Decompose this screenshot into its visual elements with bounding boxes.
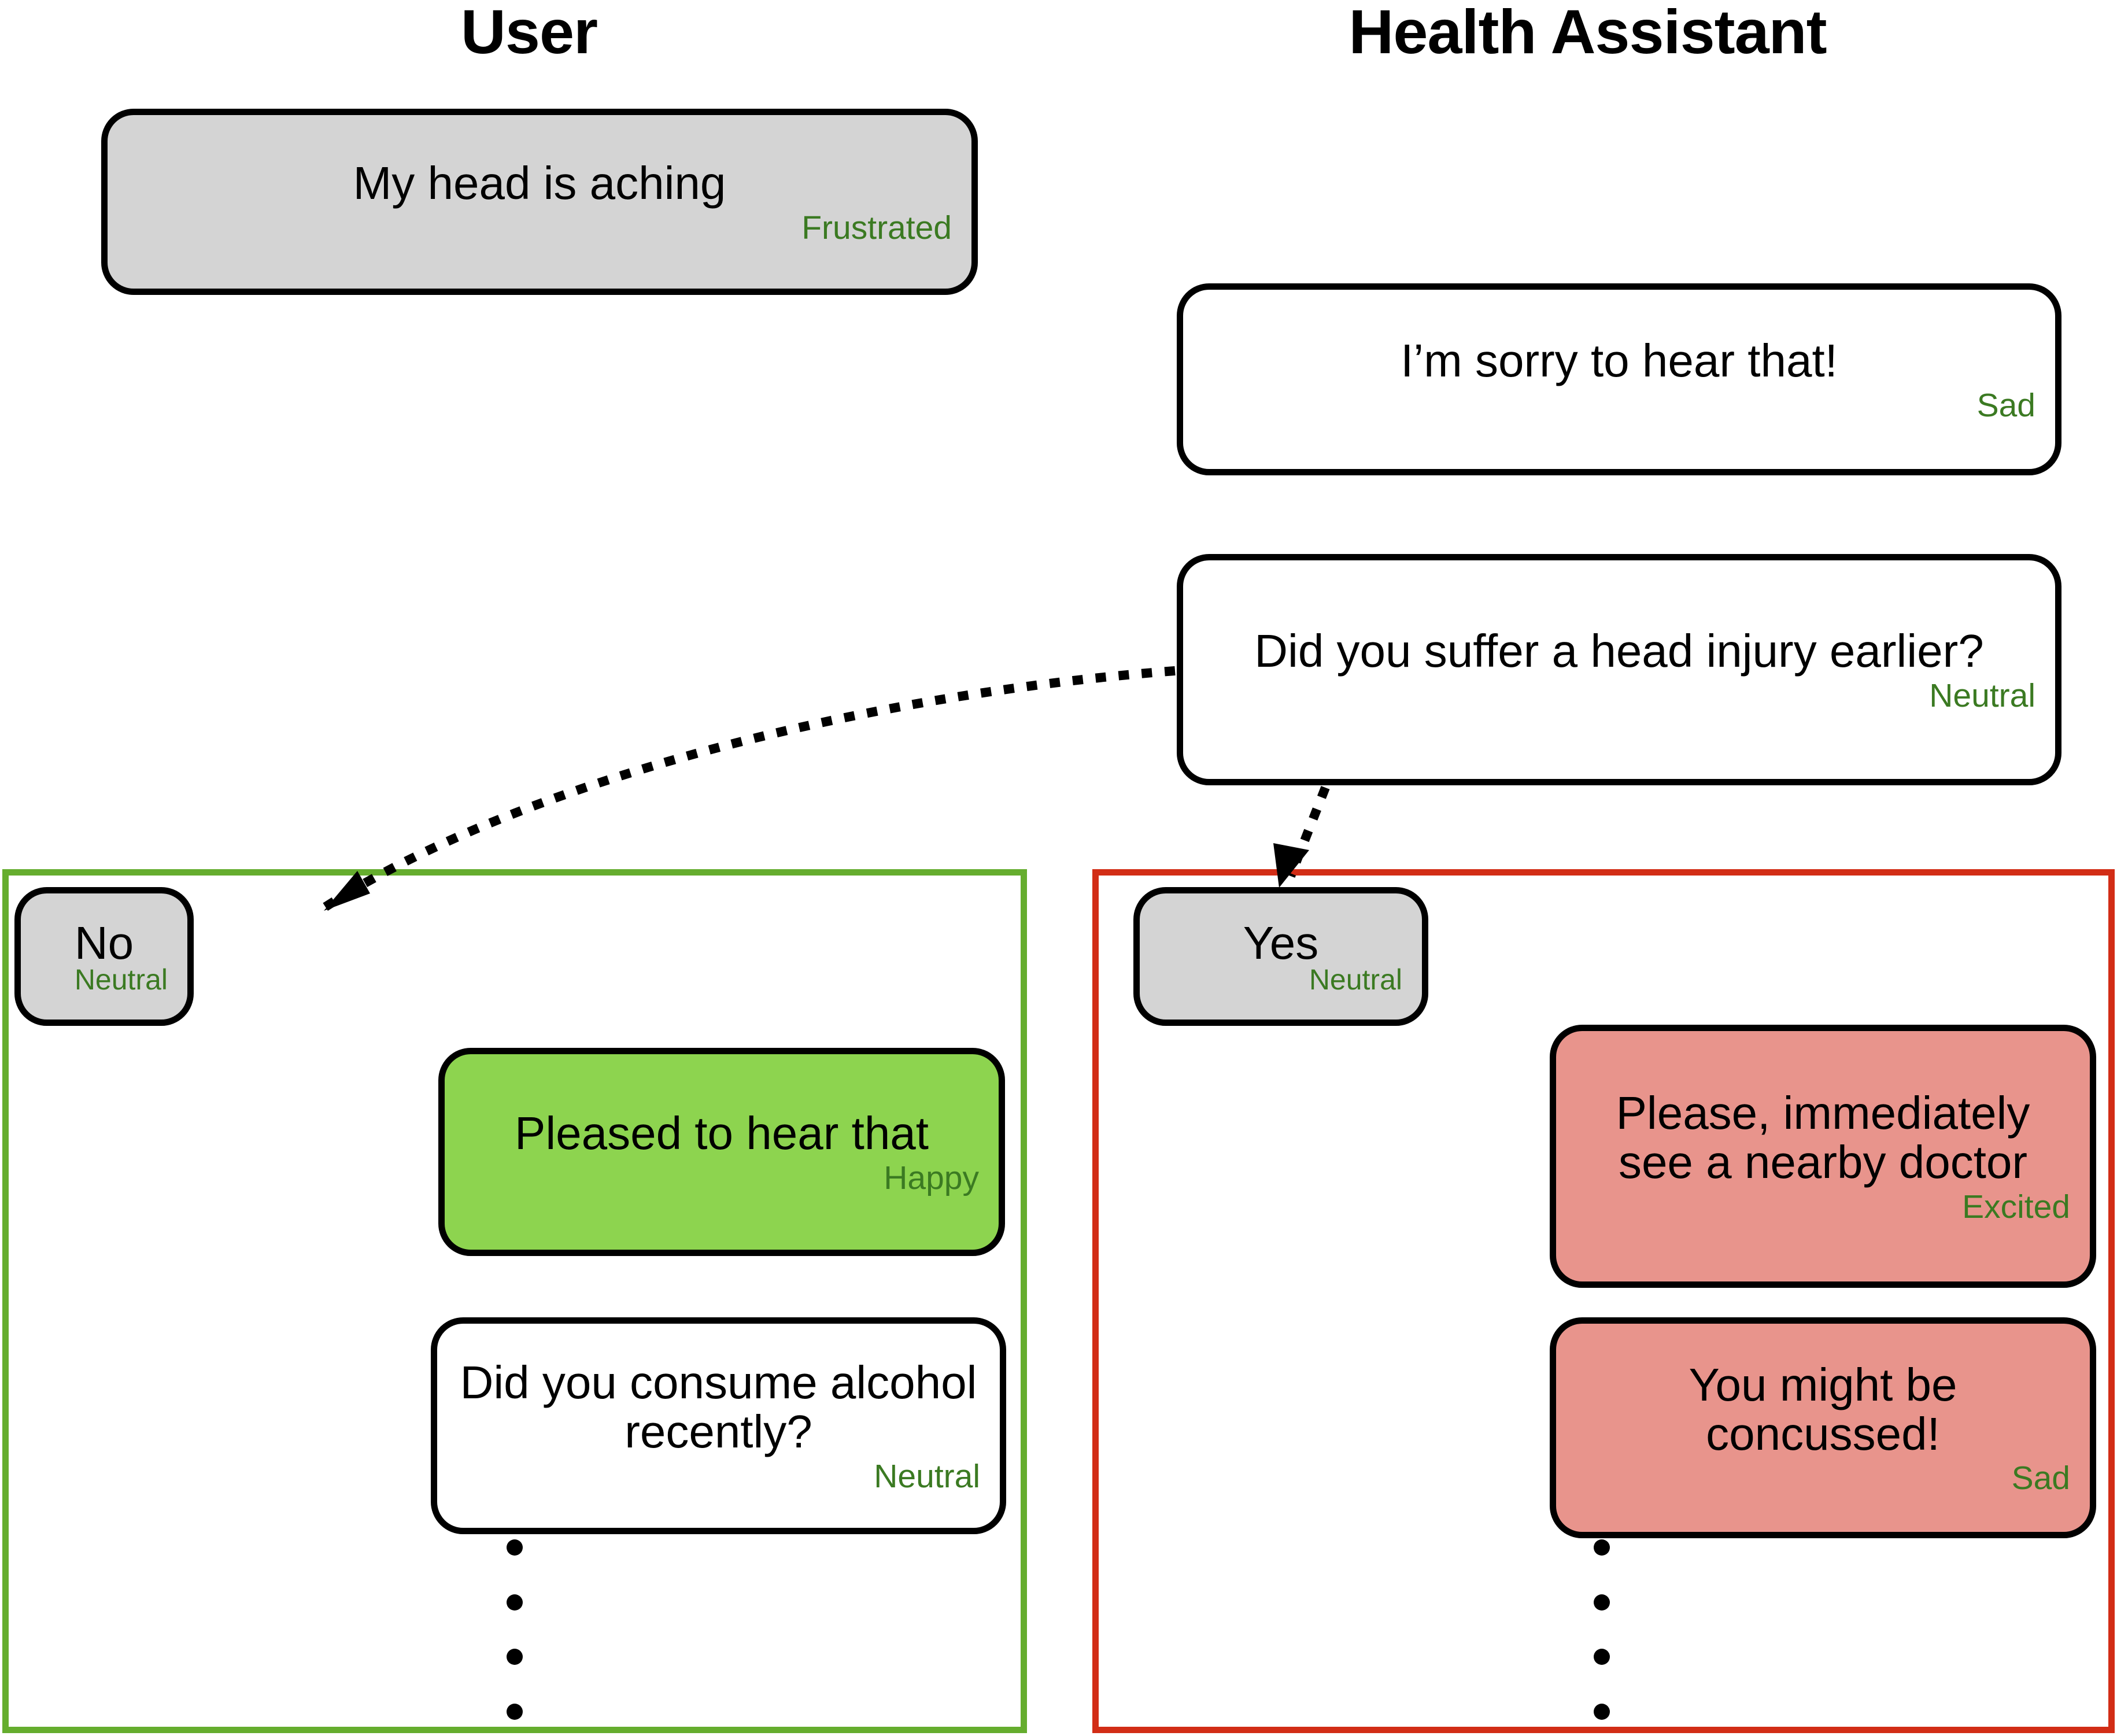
user-answer-text-yes: Yes (1243, 917, 1319, 969)
ellipsis-dot (1594, 1539, 1610, 1556)
column-header-health-assistant: Health Assistant (1348, 0, 1827, 67)
assistant-message-bubble-see-doctor[interactable]: Please, immediately see a nearby doctor … (1550, 1025, 2096, 1288)
assistant-message-text: I’m sorry to hear that! (1401, 335, 1838, 387)
emotion-label-sad-concussed: Sad (2011, 1460, 2070, 1497)
emotion-label-neutral-yes: Neutral (1309, 963, 1402, 996)
emotion-label-sad: Sad (1976, 386, 2035, 424)
user-message-text: My head is aching (353, 157, 726, 209)
assistant-question-text-alcohol: Did you consume alcohol recently? (460, 1357, 977, 1457)
assistant-message-text-concussed: You might be concussed! (1689, 1358, 1957, 1460)
user-answer-bubble-no[interactable]: No Neutral (14, 887, 194, 1026)
emotion-label-happy: Happy (884, 1159, 979, 1196)
assistant-message-bubble-sorry[interactable]: I’m sorry to hear that! Sad (1177, 283, 2061, 475)
emotion-label-neutral: Neutral (1929, 677, 2035, 714)
ellipsis-dot (507, 1703, 523, 1720)
column-header-user: User (460, 0, 598, 67)
ellipsis-dot (507, 1539, 523, 1556)
ellipsis-dot (1594, 1649, 1610, 1665)
emotion-label-excited: Excited (1962, 1188, 2070, 1225)
assistant-question-bubble-head-injury[interactable]: Did you suffer a head injury earlier? Ne… (1177, 554, 2061, 785)
emotion-label-frustrated: Frustrated (801, 209, 952, 246)
assistant-message-bubble-pleased[interactable]: Pleased to hear that Happy (438, 1048, 1005, 1256)
user-answer-text-no: No (74, 917, 134, 969)
ellipsis-dot (507, 1594, 523, 1611)
ellipsis-dot (1594, 1703, 1610, 1720)
ellipsis-dot (507, 1649, 523, 1665)
assistant-message-bubble-concussed[interactable]: You might be concussed! Sad (1550, 1317, 2096, 1538)
user-answer-bubble-yes[interactable]: Yes Neutral (1133, 887, 1428, 1026)
assistant-message-text-see-doctor: Please, immediately see a nearby doctor (1616, 1087, 2030, 1188)
connector-question-to-yes (1286, 786, 1330, 878)
ellipsis-dot (1594, 1594, 1610, 1611)
emotion-label-neutral-alcohol: Neutral (874, 1457, 980, 1495)
emotion-label-neutral-no: Neutral (74, 963, 168, 996)
assistant-question-text: Did you suffer a head injury earlier? (1254, 625, 1984, 677)
assistant-message-text-pleased: Pleased to hear that (514, 1107, 929, 1159)
continuation-ellipsis-yes-branch (1594, 1539, 1610, 1720)
branch-panel-yes (1092, 869, 2115, 1733)
assistant-question-bubble-alcohol[interactable]: Did you consume alcohol recently? Neutra… (431, 1317, 1006, 1534)
user-message-bubble-head-aching[interactable]: My head is aching Frustrated (101, 109, 978, 295)
continuation-ellipsis-no-branch (507, 1539, 523, 1720)
